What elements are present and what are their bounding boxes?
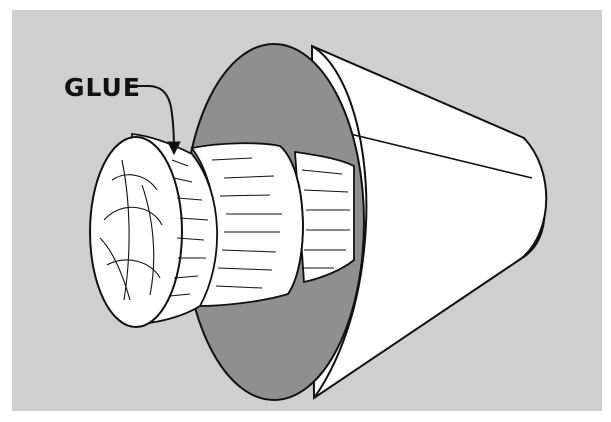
wooden-plug-icon bbox=[89, 133, 355, 328]
glue-label: GLUE bbox=[64, 73, 141, 102]
plug-rear-segment bbox=[294, 150, 355, 284]
illustration-panel: GLUE bbox=[12, 10, 602, 411]
glue-arrow-icon bbox=[134, 85, 175, 151]
plug-middle-front-edge bbox=[279, 145, 304, 295]
cone-and-plug-illustration: GLUE bbox=[64, 43, 548, 401]
cone-rim bbox=[311, 45, 368, 399]
glue-arrowhead bbox=[167, 141, 181, 156]
wood-grain-lines bbox=[169, 157, 350, 297]
end-grain-lines bbox=[99, 159, 163, 301]
cone-seam bbox=[341, 131, 533, 179]
cone-small-end bbox=[521, 137, 548, 259]
glue-callout: GLUE bbox=[64, 73, 181, 156]
plug-end-grain bbox=[89, 136, 183, 328]
